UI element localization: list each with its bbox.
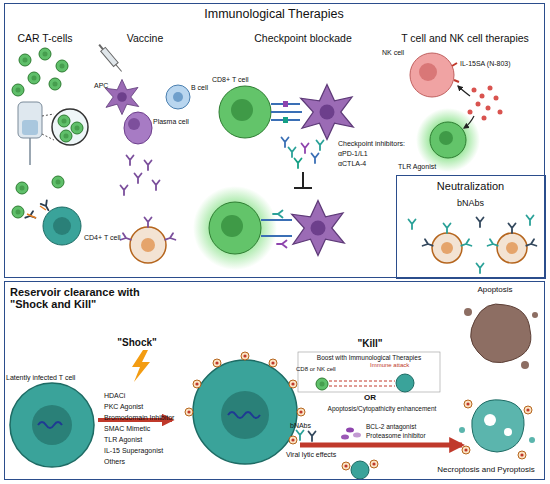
drug-label: bNAbs bbox=[290, 422, 330, 430]
box-subtitle: bNAbs bbox=[397, 198, 544, 208]
vaccine-illustration bbox=[97, 43, 190, 263]
panel-title: Immunological Therapies bbox=[5, 7, 543, 21]
step-note: Apoptosis/Cytopathicity enhancement bbox=[312, 405, 452, 412]
drug-label: HDACi bbox=[104, 392, 194, 400]
drug-label: Others bbox=[104, 458, 194, 466]
reservoir-panel: Reservoir clearance with "Shock and Kill… bbox=[4, 281, 545, 480]
attack-label: Immune attack bbox=[370, 362, 430, 369]
drug-label: IL-15 Superagonist bbox=[104, 447, 194, 455]
outcome-label: Necroptosis and Pyroptosis bbox=[425, 466, 547, 475]
step-title: "Kill" bbox=[330, 338, 410, 349]
kill-illustration bbox=[297, 352, 463, 479]
section-title: Vaccine bbox=[110, 33, 180, 45]
drug-label: PKC Agonist bbox=[104, 403, 194, 411]
drug-label: Proteasome inhibitor bbox=[366, 432, 456, 439]
drug-label: Checkpoint inhibitors: bbox=[338, 140, 423, 148]
drug-label: Bromodomain Inhibitor bbox=[104, 414, 194, 422]
cell-label: Plasma cell bbox=[153, 118, 193, 126]
shock-illustration bbox=[10, 350, 305, 467]
drug-label: BCL-2 antagonist bbox=[366, 423, 446, 430]
box-title: Neutralization bbox=[397, 180, 544, 192]
cell-label: B cell bbox=[191, 84, 223, 92]
drug-label: TLR Agonist bbox=[398, 163, 458, 171]
section-title: T cell and NK cell therapies bbox=[383, 33, 547, 45]
section-title: Checkpoint blockade bbox=[228, 33, 378, 45]
drug-label: IL-15SA (N-803) bbox=[460, 60, 542, 68]
panel-title: Reservoir clearance with "Shock and Kill… bbox=[10, 286, 170, 311]
drug-label: TLR Agonist bbox=[104, 436, 194, 444]
drug-label: αCTLA-4 bbox=[338, 160, 398, 168]
or-label: OR bbox=[355, 394, 385, 403]
cell-label: Latently infected T cell bbox=[6, 374, 106, 382]
step-note: Boost with Immunological Therapies bbox=[300, 354, 438, 361]
neutralization-box: Neutralization bNAbs bbox=[396, 175, 546, 279]
cell-label: APC bbox=[94, 82, 120, 90]
nk-t-cell-illustration bbox=[410, 53, 503, 172]
step-note: Viral lytic effects bbox=[286, 451, 366, 459]
outcome-label: Apoptosis bbox=[455, 286, 535, 295]
drug-label: αPD-1/L1 bbox=[338, 150, 398, 158]
checkpoint-illustration bbox=[193, 85, 353, 271]
drug-label: SMAC Mimetic bbox=[104, 425, 194, 433]
cell-label: CD8+ T cell bbox=[212, 76, 272, 84]
section-title: CAR T-cells bbox=[5, 33, 85, 45]
cell-label: CD8 or NK cell bbox=[296, 366, 358, 373]
cell-death-illustration bbox=[459, 304, 538, 459]
car-t-cells bbox=[12, 48, 88, 245]
step-title: "Shock" bbox=[102, 337, 172, 348]
cell-label: NK cell bbox=[382, 49, 422, 57]
bnab-illustration bbox=[409, 216, 537, 274]
cell-label: CD4+ T cell bbox=[84, 234, 144, 242]
